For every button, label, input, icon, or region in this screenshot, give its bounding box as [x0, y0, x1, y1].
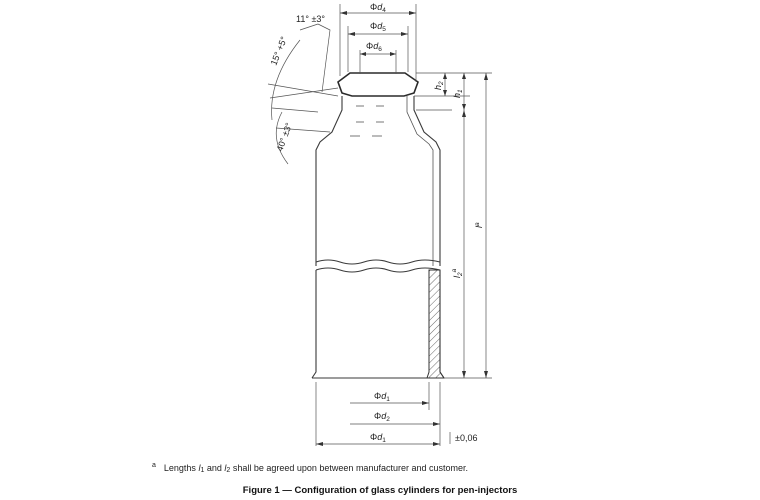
arrow-head [401, 32, 408, 36]
arrow-head [422, 401, 429, 405]
angle-top-leader [317, 23, 331, 93]
d5-label: Φd5 [370, 21, 386, 33]
arrow-head [433, 442, 440, 446]
angle-dimensions: 11° ±3° 15° +5° 40° ±3° [267, 14, 339, 165]
footnote-l2: l [224, 463, 227, 473]
arrow-head [484, 73, 488, 80]
arrow-head [316, 442, 323, 446]
angle-neck-arc [275, 111, 289, 165]
h2-label: h2 [433, 81, 445, 90]
arrow-head [443, 90, 447, 96]
arrow-head [462, 73, 466, 79]
angle-shoulder-label: 15° +5° [269, 35, 290, 67]
l2-label: l2a [451, 268, 464, 278]
arrow-head [433, 422, 440, 426]
arrow-head [462, 110, 466, 117]
angle-top-label: 11° ±3° [296, 14, 325, 24]
footnote-text-before: Lengths [163, 463, 196, 473]
footnote-and: and [206, 463, 222, 473]
arrow-head [390, 52, 396, 56]
arrow-head [462, 371, 466, 378]
angle-top-leader-2 [299, 23, 319, 31]
angle-shoulder-leg [269, 87, 339, 99]
body-left-lower [311, 270, 317, 379]
d1-inner-label: Φd1 [374, 391, 390, 403]
top-dimensions: Φd4 Φd5 Φd6 [339, 2, 417, 82]
cylinder-outline [311, 72, 445, 379]
break-line-bottom [315, 267, 441, 273]
neck-right [413, 96, 441, 266]
l-total-label: la [474, 222, 484, 228]
wall-section-hatch [426, 269, 445, 379]
h1-label: h1 [452, 89, 464, 98]
angle-shoulder-leg-2 [267, 83, 339, 97]
footnote-marker: a [152, 462, 156, 469]
body-right-lower [439, 270, 445, 379]
footnote-l1-sub: 1 [200, 467, 205, 474]
footnote-l1: l [198, 463, 201, 473]
break-line-top [315, 259, 441, 265]
d6-label: Φd6 [366, 41, 382, 53]
flange-outline [337, 72, 419, 97]
arrow-head [409, 11, 416, 15]
arrow-head [484, 371, 488, 378]
neck-left [315, 96, 343, 266]
arrow-head [348, 32, 355, 36]
d1-outer-label: Φd1 [370, 432, 386, 444]
figure-caption: Figure 1 — Configuration of glass cylind… [242, 485, 518, 496]
angle-neck-leg-2 [271, 107, 319, 113]
arrow-head [360, 52, 366, 56]
footnote-l2-sub: 2 [226, 467, 231, 474]
d2-label: Φd2 [374, 411, 390, 423]
inner-wall-upper [406, 96, 434, 266]
angle-neck-label: 40° ±3° [274, 121, 294, 153]
d4-label: Φd4 [370, 2, 386, 14]
footnote-text-after: shall be agreed upon between manufacture… [232, 463, 468, 473]
arrow-head [462, 104, 466, 110]
tolerance-label: ±0,06 [455, 433, 477, 443]
angle-shoulder-arc [271, 39, 301, 121]
arrow-head [340, 11, 347, 15]
bottom-dimensions: Φd1 Φd2 Φd1 ±0,06 [315, 382, 477, 446]
angle-neck-leg [275, 127, 331, 133]
arrow-head [443, 73, 447, 79]
height-dimensions: h2 h1 la l2a [414, 72, 492, 379]
